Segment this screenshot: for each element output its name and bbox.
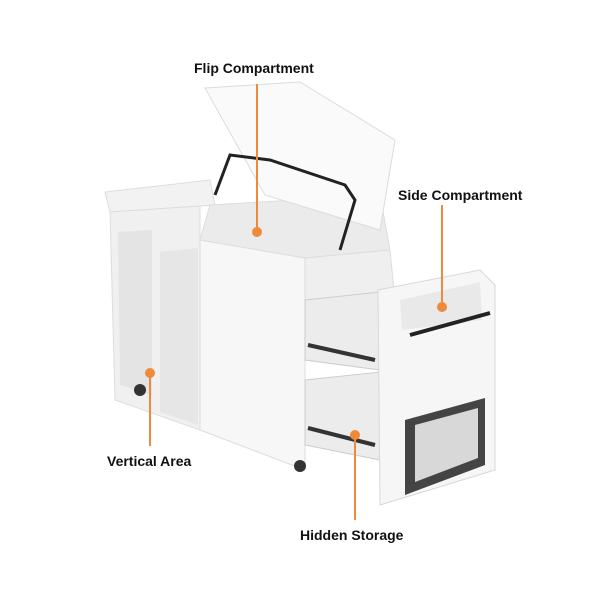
side-callout-dot [437, 302, 447, 312]
caster-wheel [134, 384, 146, 396]
side-rail [409, 311, 491, 337]
lower-drawer [304, 371, 381, 461]
vertical-slot-1 [118, 230, 152, 395]
flip-compartment-label: Flip Compartment [194, 60, 314, 76]
hidden-storage-label: Hidden Storage [300, 527, 404, 543]
cabinet-front [199, 239, 306, 471]
vertical-area-label: Vertical Area [107, 453, 192, 469]
lid-support-bar [213, 153, 357, 251]
vertical-slot-2 [160, 248, 198, 425]
flip-lid [204, 81, 396, 231]
caster-wheel [294, 460, 306, 472]
side-compartment-label: Side Compartment [398, 187, 523, 203]
hidden-callout-dot [350, 430, 360, 440]
flip-callout-dot [252, 227, 262, 237]
vertical-callout-dot [145, 368, 155, 378]
